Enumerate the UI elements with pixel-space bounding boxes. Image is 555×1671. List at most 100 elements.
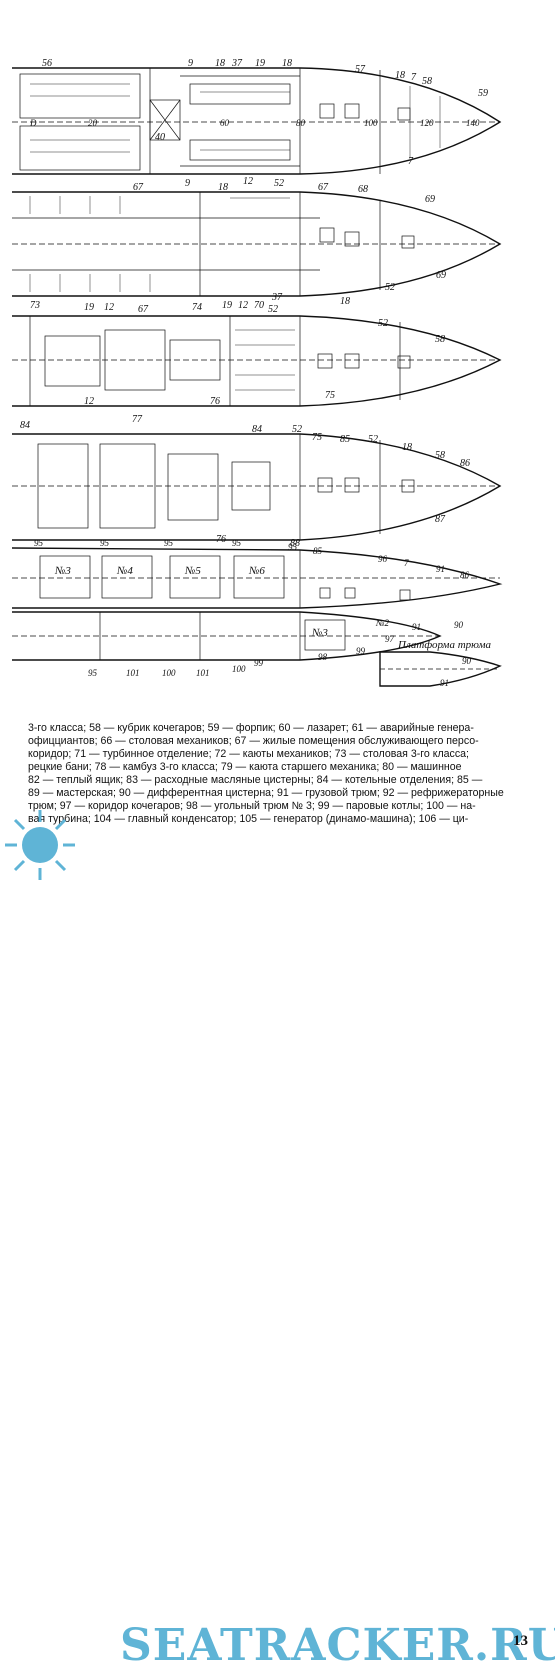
- deck1-label-57: 57: [355, 64, 366, 75]
- deck5-label-86: 86: [460, 570, 470, 580]
- deck2-label-18b: 18: [340, 296, 350, 307]
- deck2-label-69b: 69: [436, 270, 446, 281]
- hold-no5: №5: [184, 565, 201, 577]
- watermark: SEATRACKER.RU: [120, 1620, 555, 1671]
- legend-line: вая турбина; 104 — главный конденсатор; …: [28, 813, 469, 825]
- deck5-label-96: 96: [378, 554, 388, 564]
- deck4-label-52a: 52: [292, 424, 302, 435]
- deck5-label-95b: 95: [100, 538, 110, 548]
- deck3-label-76: 76: [210, 396, 220, 407]
- deck3-label-52b: 52: [378, 318, 388, 329]
- deck-1-plan: 56 9 18 37 19 18 57 18 7 58 59 D 20 60 8…: [12, 58, 502, 189]
- legend-line: офицциантов; 66 — столовая механиков; 67…: [28, 735, 479, 747]
- deck4-label-87: 87: [435, 514, 446, 525]
- legend-line: 89 — мастерская; 90 — дифферентная цисте…: [28, 787, 504, 799]
- deck2-label-68: 68: [358, 184, 368, 195]
- deck6-label-99a: 99: [254, 658, 264, 668]
- deck2-label-52a: 52: [274, 178, 284, 189]
- deck4-label-85: 85: [340, 434, 350, 445]
- legend-line: трюм; 97 — коридор кочегаров; 98 — уголь…: [28, 800, 476, 812]
- deck2-label-69a: 69: [425, 194, 435, 205]
- deck1-label-7b: 7: [408, 156, 414, 167]
- deck-2-plan: 67 18 52 67 68 69 19 12 19 12 70 37 18 5…: [12, 178, 502, 313]
- deck1-label-37: 37: [231, 58, 243, 69]
- deck1-label-80: 80: [296, 118, 306, 128]
- deck4-label-18: 18: [402, 442, 412, 453]
- deck1-label-12: 12: [243, 176, 253, 187]
- deck-4-plan: 84 84 52 75 85 52 18 58 86 76 88 87: [12, 420, 502, 549]
- deck5-label-95e: 95: [288, 542, 298, 552]
- deck3-label-74: 74: [192, 302, 202, 313]
- deck1-label-9b: 9: [185, 178, 190, 189]
- deck1-label-120: 120: [420, 118, 434, 128]
- deck2-label-67b: 67: [318, 182, 329, 193]
- deck5-label-85: 85: [313, 546, 323, 556]
- deck4-label-76: 76: [216, 534, 226, 545]
- deck6-label-100a: 100: [162, 668, 176, 678]
- platform-title: Платформа трюма: [397, 639, 492, 651]
- deck-plans-drawing: 56 9 18 37 19 18 57 18 7 58 59 D 20 60 8…: [11, 58, 503, 688]
- hold-platform-plan: Платформа трюма 90 91: [379, 639, 502, 688]
- deck2-label-70: 70: [254, 300, 264, 311]
- deck1-label-7a: 7: [411, 72, 417, 83]
- deck2-label-18a: 18: [218, 182, 228, 193]
- deck5-label-91: 91: [436, 564, 445, 574]
- legend-line: 82 — теплый ящик; 83 — расходные масляны…: [28, 774, 483, 786]
- deck5-label-7: 7: [404, 558, 409, 568]
- deck6-label-99b: 99: [356, 646, 366, 656]
- deck6-label-97: 97: [385, 634, 395, 644]
- deck4-label-75: 75: [312, 432, 322, 443]
- deck4-label-88: 88: [290, 538, 300, 549]
- deck4-label-52b: 52: [368, 434, 378, 445]
- deck1-label-58: 58: [422, 76, 432, 87]
- hold-no3: №3: [54, 565, 71, 577]
- deck6-label-95: 95: [88, 668, 98, 678]
- deck6-label-90: 90: [454, 620, 464, 630]
- deck1-label-100: 100: [364, 118, 378, 128]
- deck3-label-52a: 52: [268, 304, 278, 315]
- hold-no4: №4: [116, 565, 133, 577]
- deck3-label-77: 77: [132, 414, 143, 425]
- deck1-label-59: 59: [478, 88, 488, 99]
- deck1-label-140: 140: [466, 118, 480, 128]
- hold-no2: №2: [375, 618, 389, 628]
- hold-no6: №6: [248, 565, 265, 577]
- deck6-label-91: 91: [412, 622, 421, 632]
- deck2-label-12b: 12: [238, 300, 248, 311]
- deck1-label-d: D: [29, 118, 37, 128]
- hold-no3-lower: №3: [311, 627, 328, 639]
- sun-logo-icon: [5, 810, 75, 880]
- deck4-label-84b: 84: [252, 424, 262, 435]
- deck1-label-20: 20: [88, 118, 98, 128]
- deck5-label-95c: 95: [164, 538, 174, 548]
- deck2-label-19a: 19: [84, 302, 94, 313]
- deck3-label-67: 67: [138, 304, 149, 315]
- deck4-label-86: 86: [460, 458, 470, 469]
- deck4-label-84a: 84: [20, 420, 30, 431]
- deck1-label-18a: 18: [215, 58, 225, 69]
- page: 56 9 18 37 19 18 57 18 7 58 59 D 20 60 8…: [0, 58, 555, 1671]
- deck1-label-9a: 9: [188, 58, 193, 69]
- deck1-label-18b: 18: [282, 58, 292, 69]
- platform-label-91: 91: [440, 678, 449, 688]
- deck2-label-37: 37: [271, 292, 283, 303]
- deck-5-plan: 95 95 95 95 №3 №4 №5 №6 95 85 96 7 91 86: [11, 538, 503, 609]
- deck-6-plan: №2 90 91 №3 97 95 101 100 101 100 99 98 …: [12, 611, 464, 678]
- deck6-label-98: 98: [318, 652, 328, 662]
- deck3-label-58: 58: [435, 334, 445, 345]
- deck-3-plan: 73 67 74 52 52 58 12 77 76 75: [12, 300, 502, 425]
- deck1-label-19: 19: [255, 58, 265, 69]
- page-number: 13: [513, 1633, 528, 1649]
- legend-text: 3-го класса; 58 — кубрик кочегаров; 59 —…: [28, 722, 528, 826]
- deck1-label-40: 40: [155, 132, 165, 143]
- deck4-label-58: 58: [435, 450, 445, 461]
- deck3-label-75: 75: [325, 390, 335, 401]
- deck1-label-56: 56: [42, 58, 52, 69]
- deck6-label-101a: 101: [126, 668, 140, 678]
- footer: SEATRACKER.RU 13: [0, 800, 555, 1671]
- legend-line: коридор; 71 — турбинное отделение; 72 — …: [28, 748, 469, 760]
- platform-label-90: 90: [462, 656, 472, 666]
- deck1-label-18c: 18: [395, 70, 405, 81]
- deck1-label-60: 60: [220, 118, 230, 128]
- deck2-label-67a: 67: [133, 182, 144, 193]
